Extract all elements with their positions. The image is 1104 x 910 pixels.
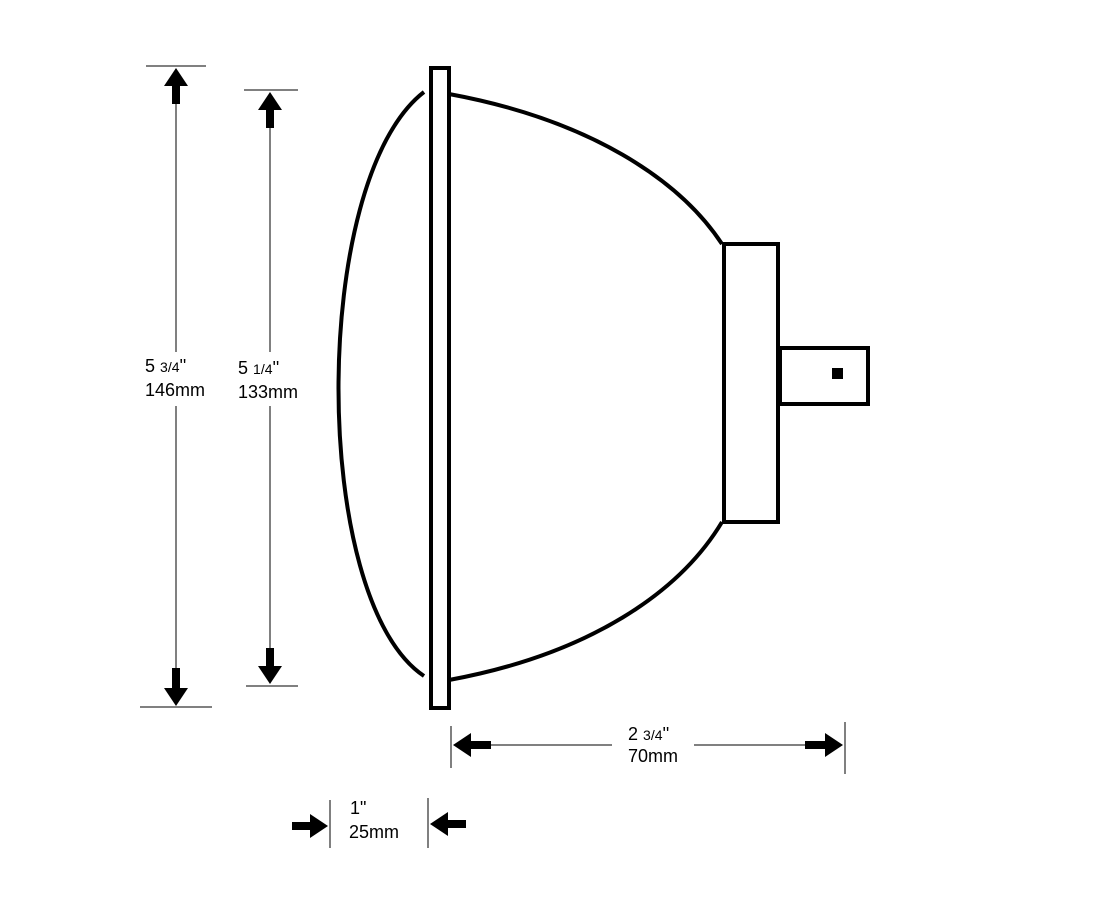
overall-height-dimension: 5 3/4'' 146mm [140, 65, 212, 708]
depth-dimension: 2 3/4'' 70mm [450, 722, 846, 774]
reflector-body-lower [448, 520, 724, 682]
overall-height-imperial: 5 3/4'' [145, 356, 186, 376]
arrow-up-icon [258, 92, 282, 128]
arrow-down-icon [258, 648, 282, 684]
base-collar [722, 242, 780, 524]
arrow-left-icon [430, 812, 466, 836]
depth-imperial: 2 3/4'' [628, 724, 669, 744]
lens-dome [336, 90, 426, 678]
reflector-body [448, 92, 724, 246]
terminal-hole [832, 368, 843, 379]
arrow-right-icon [805, 733, 843, 757]
depth-metric: 70mm [628, 746, 678, 766]
lens-height-dimension: 5 1/4'' 133mm [238, 89, 298, 687]
arrow-down-icon [164, 668, 188, 706]
arrow-up-icon [164, 68, 188, 104]
terminal-tab [778, 346, 870, 406]
arrow-left-icon [453, 733, 491, 757]
overall-height-metric: 146mm [145, 380, 205, 400]
lamp-outline [336, 66, 870, 710]
lens-height-metric: 133mm [238, 382, 298, 402]
lens-depth-dimension: 1" 25mm [292, 798, 466, 848]
lens-rim [429, 66, 451, 710]
lens-depth-metric: 25mm [349, 822, 399, 842]
lens-height-imperial: 5 1/4'' [238, 358, 279, 378]
lens-depth-imperial: 1" [350, 798, 366, 818]
arrow-right-icon [292, 814, 328, 838]
